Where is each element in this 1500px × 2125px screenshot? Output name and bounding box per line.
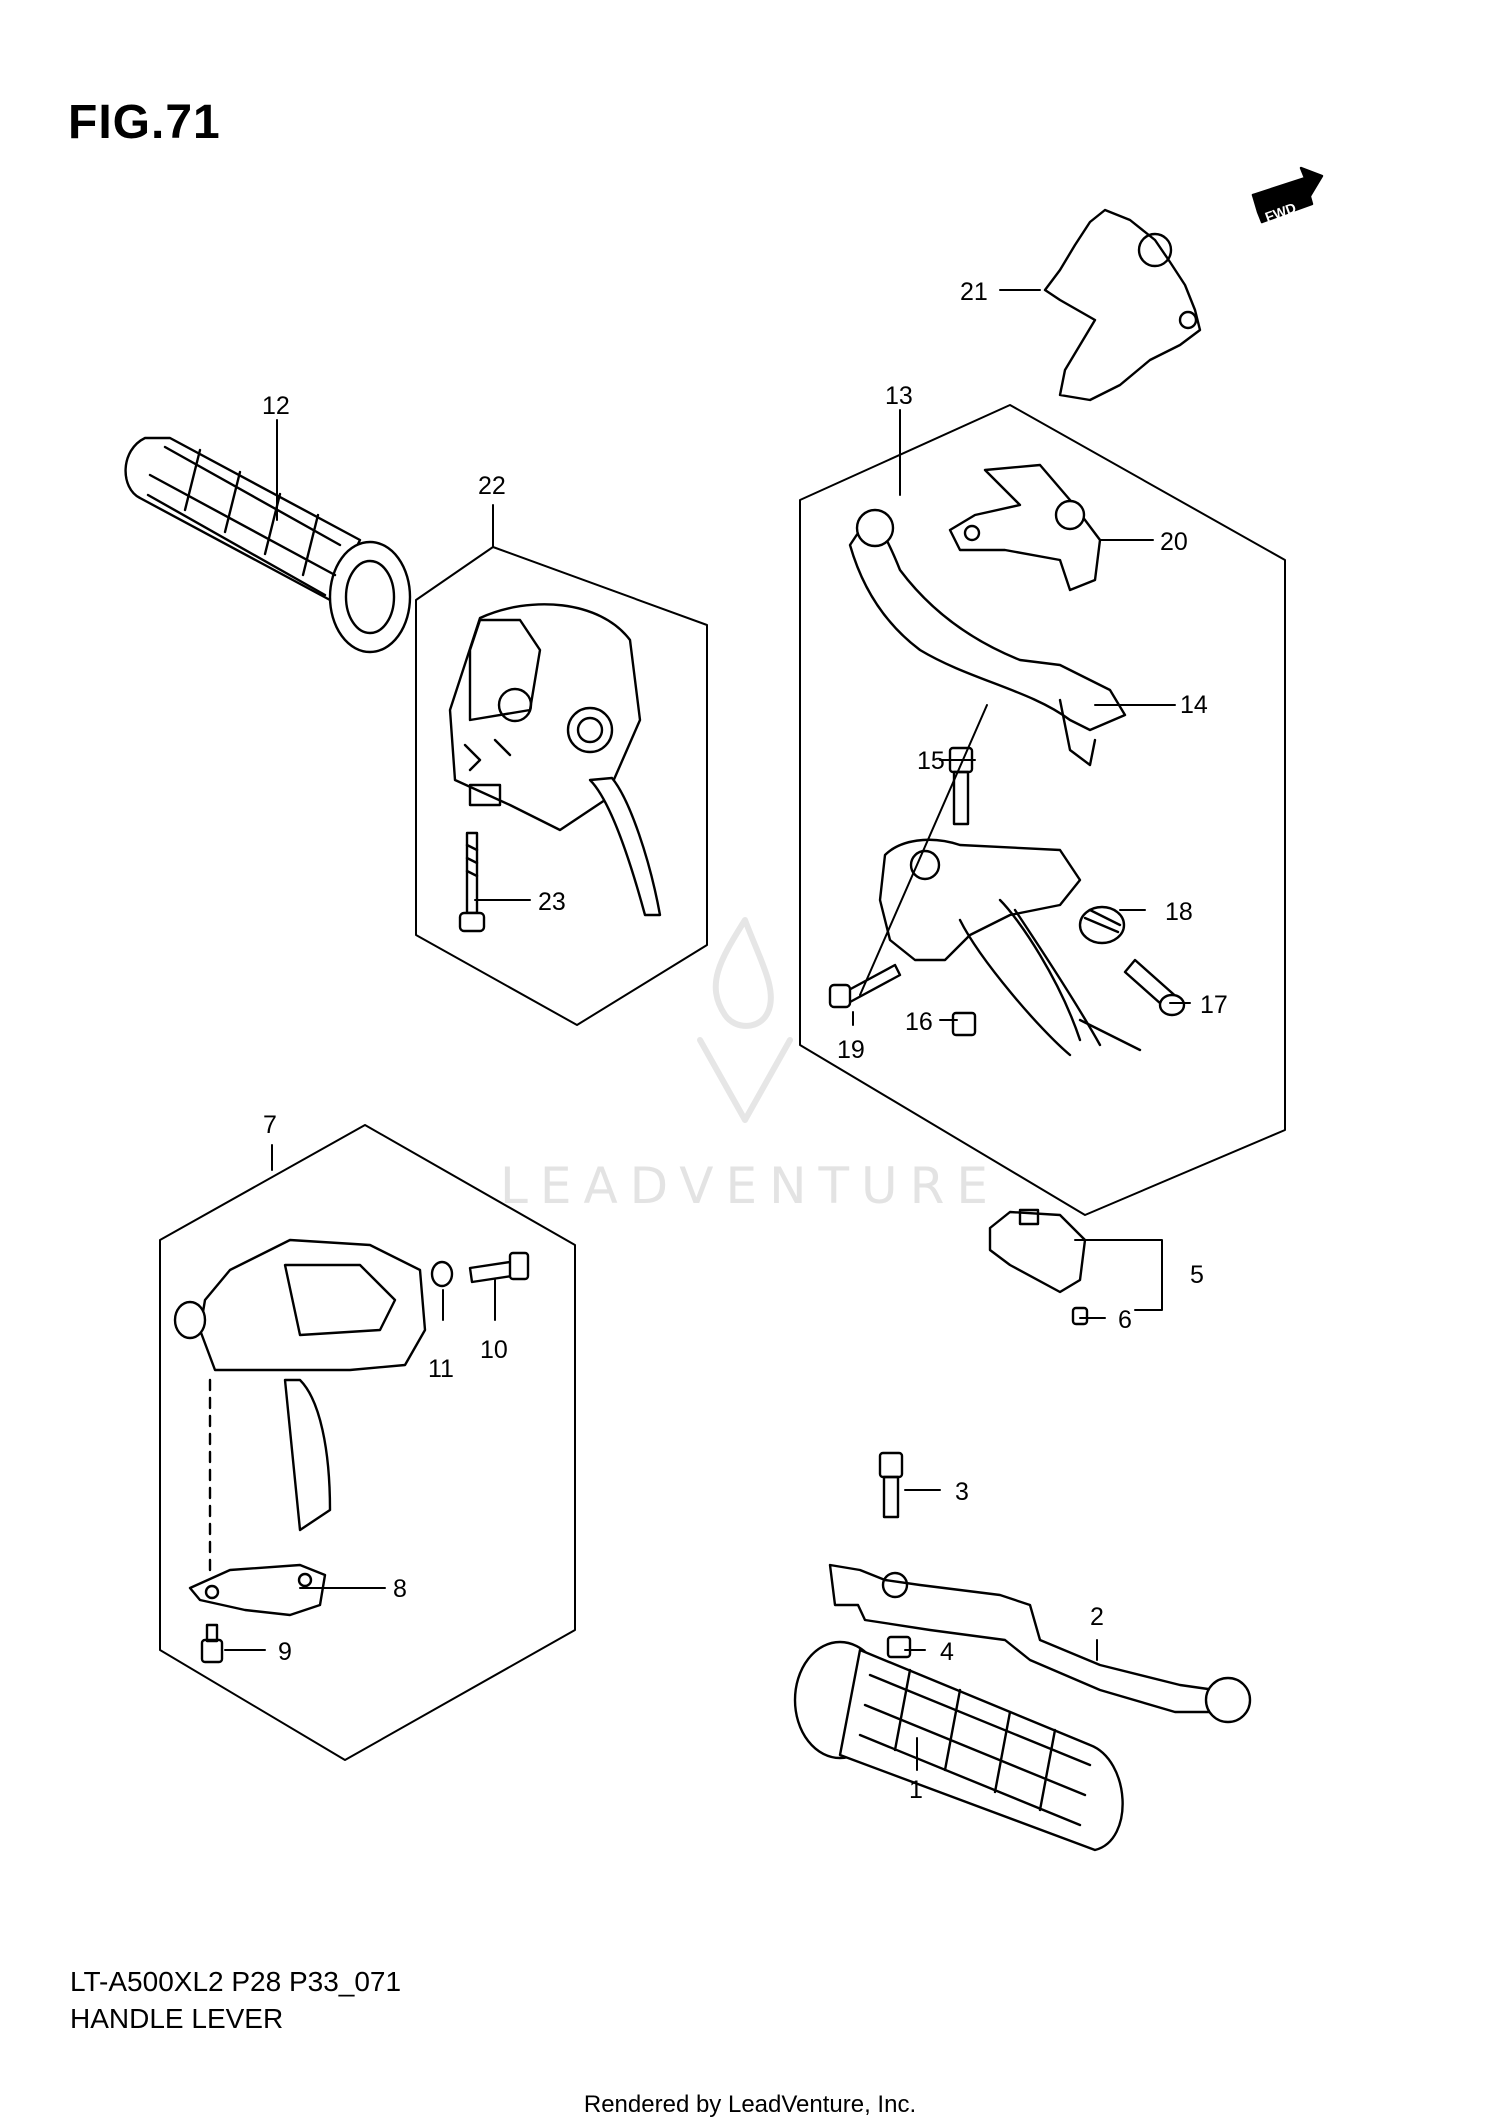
callout-3: 3 <box>955 1478 969 1506</box>
figure-title: FIG.71 <box>68 96 221 149</box>
callout-19: 19 <box>837 1036 865 1064</box>
callout-6: 6 <box>1118 1306 1132 1334</box>
part-10-bolt <box>468 1251 530 1284</box>
callout-11: 11 <box>428 1355 454 1383</box>
group-outline-13 <box>799 404 1286 1216</box>
callout-18: 18 <box>1165 898 1193 926</box>
part-14-brake-lever <box>848 508 1127 767</box>
callout-10: 10 <box>480 1336 508 1364</box>
part-17-bolt <box>1123 958 1186 1017</box>
part-23-screw <box>458 831 486 933</box>
callout-22: 22 <box>478 472 506 500</box>
callout-7: 7 <box>263 1111 277 1139</box>
part-16-nut <box>951 1011 977 1037</box>
callout-13: 13 <box>885 382 913 410</box>
callout-17: 17 <box>1200 991 1228 1019</box>
callout-2: 2 <box>1090 1603 1104 1631</box>
part-19-bolt <box>828 963 902 1009</box>
part-9-screw <box>200 1623 224 1664</box>
watermark-text: LEADVENTURE <box>500 1157 1000 1215</box>
master-cylinder-body <box>878 838 1142 1057</box>
callout-20: 20 <box>1160 528 1188 556</box>
callout-12: 12 <box>262 392 290 420</box>
callout-labels: 1 2 3 4 5 6 7 8 9 10 11 12 13 14 15 16 1… <box>262 199 1298 1804</box>
part-11-washer <box>430 1260 454 1288</box>
callout-23: 23 <box>538 888 566 916</box>
part-6-screw <box>1071 1306 1089 1326</box>
part-8-plate <box>188 1563 327 1617</box>
callout-15: 15 <box>917 747 945 775</box>
part-21-cover <box>1043 208 1202 402</box>
section-name: HANDLE LEVER <box>70 2003 284 2034</box>
callout-16: 16 <box>905 1008 933 1036</box>
part-4-nut <box>886 1635 912 1659</box>
callout-21: 21 <box>960 278 988 306</box>
watermark-logo <box>697 917 793 1123</box>
group-outline-22 <box>415 546 708 1026</box>
part-12-grip <box>124 436 412 654</box>
part-22-switch-housing <box>448 603 662 917</box>
part-2-clutch-lever <box>828 1563 1252 1724</box>
model-code: LT-A500XL2 P28 P33_071 <box>70 1966 402 1997</box>
part-1-grip <box>793 1640 1124 1852</box>
render-credit: Rendered by LeadVenture, Inc. <box>583 2091 917 2118</box>
fwd-arrow-icon <box>1251 166 1324 224</box>
part-5-switch <box>988 1208 1087 1294</box>
callout-5: 5 <box>1190 1261 1204 1289</box>
group-outline-7 <box>159 1124 576 1761</box>
callout-14: 14 <box>1180 691 1208 719</box>
callout-8: 8 <box>393 1575 407 1603</box>
callout-9: 9 <box>278 1638 292 1666</box>
leader-lines <box>224 289 1191 1771</box>
part-20-bracket <box>948 463 1102 592</box>
callout-4: 4 <box>940 1638 954 1666</box>
part-3-bolt <box>878 1451 904 1519</box>
part-18-cap <box>1078 905 1126 945</box>
callout-1: 1 <box>909 1776 923 1804</box>
part-7-throttle-housing <box>173 1238 427 1572</box>
